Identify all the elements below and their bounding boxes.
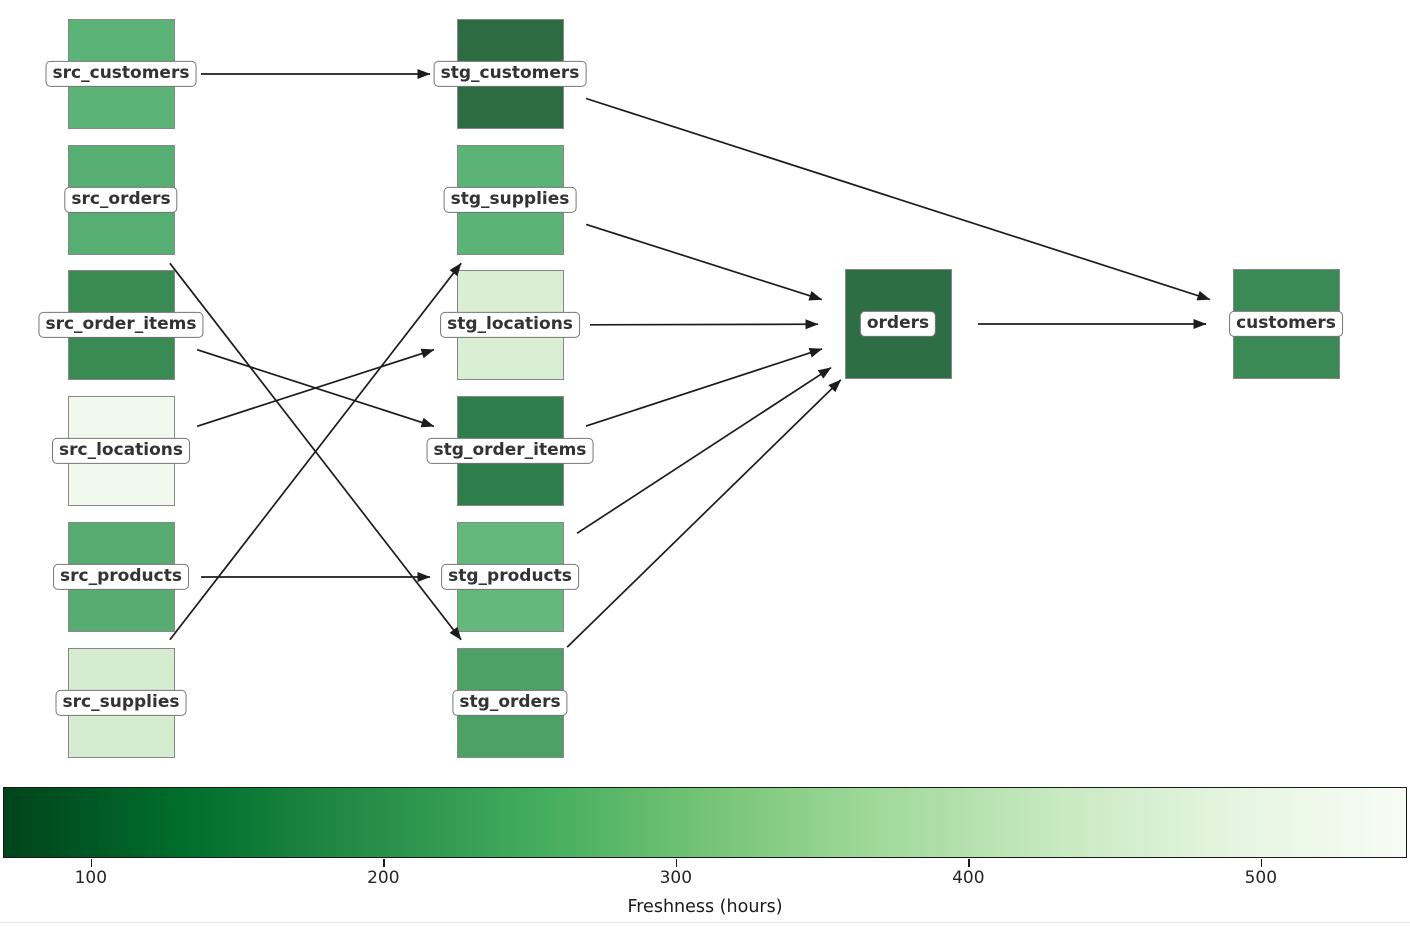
node-label-stg_supplies: stg_supplies xyxy=(443,186,577,214)
node-label-stg_orders: stg_orders xyxy=(452,689,568,717)
colorbar-tick-mark xyxy=(1260,859,1263,867)
colorbar-tick-label: 100 xyxy=(74,868,108,888)
node-label-src_orders: src_orders xyxy=(64,186,178,214)
node-label-src_customers: src_customers xyxy=(45,60,197,88)
colorbar-tick-mark xyxy=(90,859,93,867)
colorbar-tick-mark xyxy=(968,859,970,867)
colorbar-axis-label: Freshness (hours) xyxy=(627,897,783,917)
node-label-stg_customers: stg_customers xyxy=(433,60,587,88)
colorbar-tick-label: 500 xyxy=(1244,868,1278,888)
edge-stg_orders-to-orders xyxy=(566,379,842,648)
node-label-orders: orders xyxy=(859,310,937,338)
edge-stg_locations-to-orders xyxy=(589,319,819,330)
node-label-src_products: src_products xyxy=(53,563,189,591)
node-label-src_locations: src_locations xyxy=(52,437,190,465)
colorbar-tick-label: 300 xyxy=(659,868,693,888)
edges-layer xyxy=(169,69,1211,648)
colorbar-tick-mark xyxy=(383,859,385,867)
node-label-src_order_items: src_order_items xyxy=(38,311,204,339)
node-label-stg_order_items: stg_order_items xyxy=(426,437,594,465)
edge-src_locations-to-stg_locations xyxy=(196,348,435,428)
colorbar-gradient xyxy=(3,787,1407,858)
colorbar-tick-label: 400 xyxy=(952,868,985,888)
edge-stg_products-to-orders xyxy=(576,366,832,535)
node-label-src_supplies: src_supplies xyxy=(55,689,187,717)
node-label-stg_products: stg_products xyxy=(441,563,579,591)
edge-stg_order_items-to-orders xyxy=(585,348,823,427)
edge-stg_customers-to-customers xyxy=(585,97,1211,301)
colorbar-tick-label: 200 xyxy=(367,868,400,888)
node-label-stg_locations: stg_locations xyxy=(440,311,580,339)
colorbar-tick-mark xyxy=(675,859,678,867)
node-label-customers: customers xyxy=(1229,310,1343,338)
edge-stg_supplies-to-orders xyxy=(585,223,823,301)
edge-src_supplies-to-stg_supplies xyxy=(169,262,462,641)
figure-bottom-border xyxy=(0,922,1410,923)
